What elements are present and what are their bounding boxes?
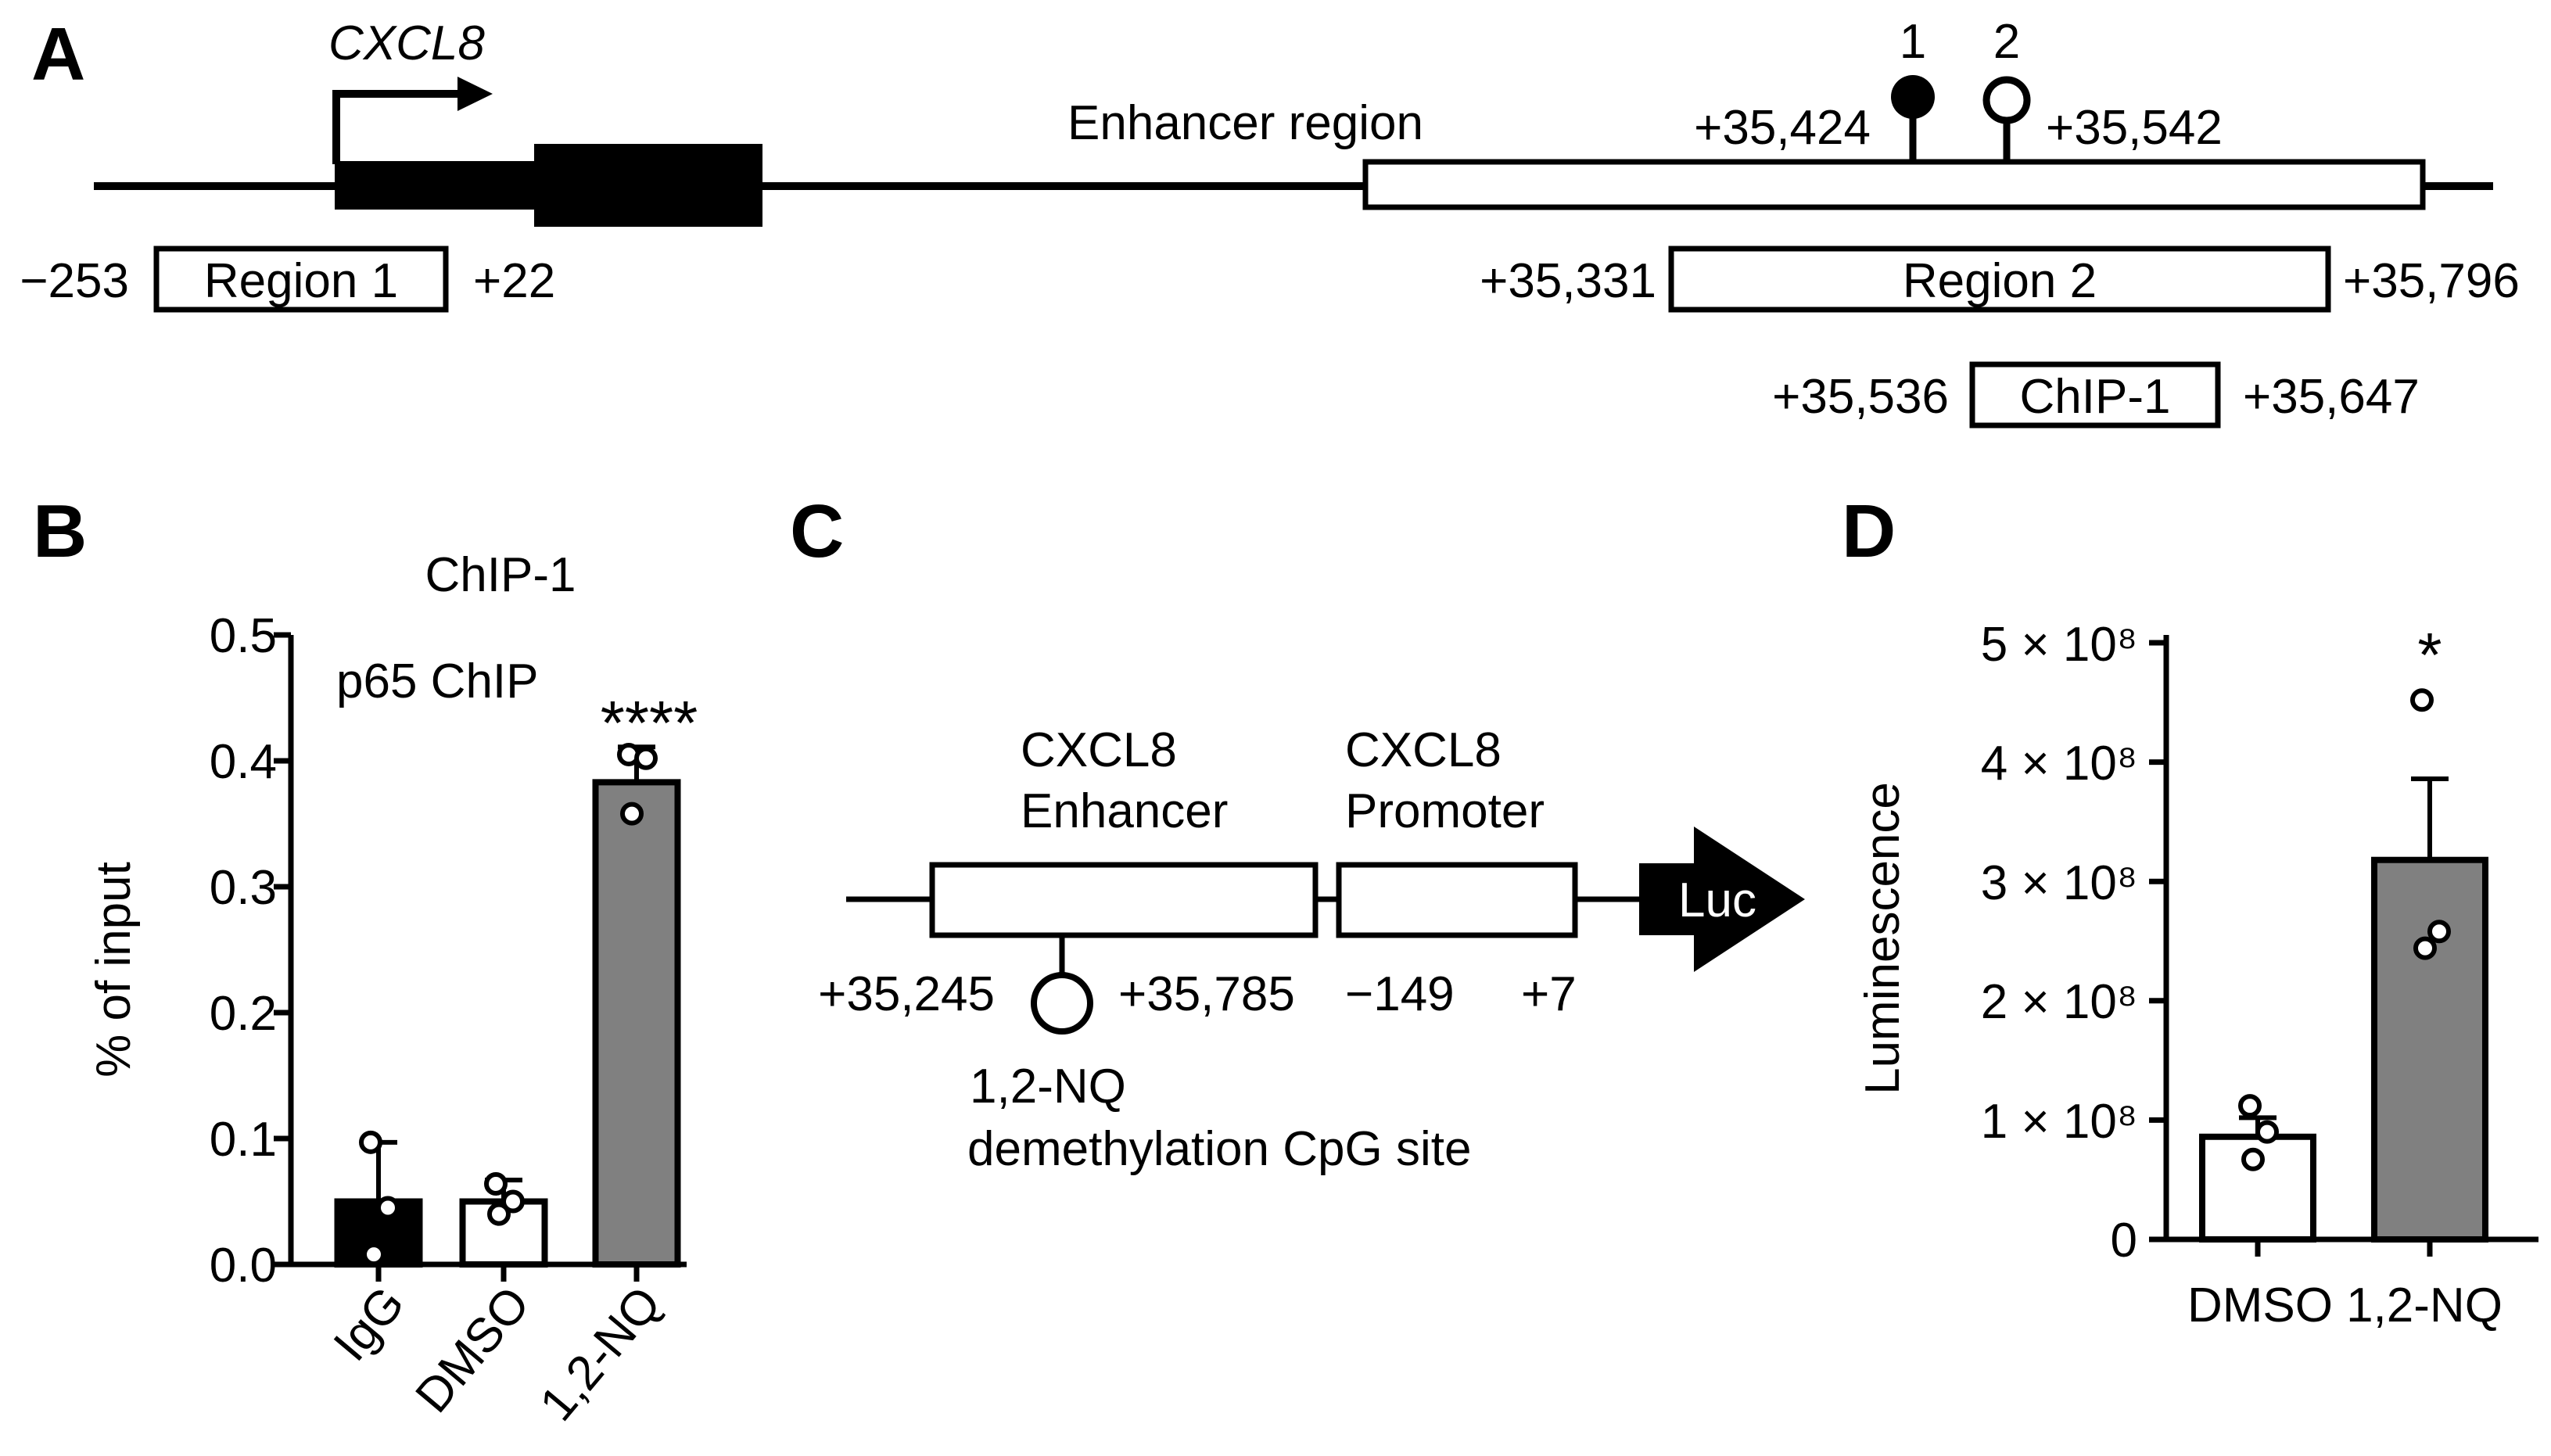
chart-d-ytick-label: 0 xyxy=(2111,1214,2137,1268)
panel-d-letter: D xyxy=(1842,490,1896,573)
enhancer-construct-box xyxy=(929,862,1319,938)
chart-b-ytick-label: 0.1 xyxy=(210,1113,277,1167)
region-2-start: +35,331 xyxy=(1480,254,1656,308)
chart-d-data-point xyxy=(2410,688,2434,712)
region-1-end: +22 xyxy=(473,254,555,308)
region-1-box xyxy=(153,246,449,313)
promoter-end-position: +7 xyxy=(1521,967,1577,1021)
cpg-2-number: 2 xyxy=(1993,15,2020,69)
cpg-2-unmethylated-marker xyxy=(1982,76,2031,124)
chart-d-xtick-label: 1,2-NQ xyxy=(2346,1278,2503,1332)
chart-b-bar-1-2-nq xyxy=(592,779,681,1268)
promoter-construct-box xyxy=(1336,862,1578,938)
chart-b-data-point xyxy=(487,1202,511,1226)
enhancer-label-line2: Enhancer xyxy=(1021,784,1228,838)
region-1-start: −253 xyxy=(20,254,129,308)
chart-d-data-point xyxy=(2255,1120,2279,1144)
cpg-1-number: 1 xyxy=(1900,15,1926,69)
chart-d: 0 1 × 10⁸ 2 × 10⁸ 3 × 10⁸ 4 × 10⁸ 5 × 10… xyxy=(1981,618,2538,1332)
chart-d-data-point xyxy=(2238,1094,2262,1118)
enhancer-region-label: Enhancer region xyxy=(1067,96,1423,150)
cpg-annotation-line1: 1,2-NQ xyxy=(970,1060,1126,1114)
luciferase-arrow xyxy=(1639,827,1805,972)
tss-arrow xyxy=(332,90,461,164)
chart-b-ytick-label: 0.5 xyxy=(210,609,277,663)
promoter-label-line2: Promoter xyxy=(1345,784,1545,838)
chart-b-data-point xyxy=(484,1171,508,1196)
chart-b-xtick-label: 1,2-NQ xyxy=(529,1277,671,1431)
chart-b-ytick-label: 0.4 xyxy=(210,735,277,789)
chart-b-data-point xyxy=(634,746,658,770)
tss-arrowhead xyxy=(457,77,493,111)
panel-b-ylabel: % of input xyxy=(87,862,141,1078)
luciferase-label: Luc xyxy=(1678,873,1756,927)
promoter-start-position: −149 xyxy=(1345,967,1455,1021)
chart-b-data-point xyxy=(362,1243,386,1267)
region-2-end: +35,796 xyxy=(2343,254,2520,308)
panel-a-letter: A xyxy=(31,13,85,96)
chart-b-data-point xyxy=(620,802,644,826)
chart-b-xtick-label: DMSO xyxy=(405,1277,540,1423)
chart-b: 0.0 0.1 0.2 0.3 0.4 0.5 IgG DMSO 1,2-NQ … xyxy=(210,609,698,1431)
enhancer-end-position: +35,785 xyxy=(1118,967,1295,1021)
chart-d-data-point xyxy=(2413,936,2437,960)
cpg-annotation-line2: demethylation CpG site xyxy=(967,1122,1471,1176)
chip-1-start: +35,536 xyxy=(1772,370,1949,424)
chart-d-ytick-label: 2 × 10⁸ xyxy=(1981,975,2137,1029)
chart-d-data-point xyxy=(2241,1147,2265,1171)
cpg-site-marker xyxy=(1031,972,1093,1035)
panel-b-title: ChIP-1 xyxy=(425,548,576,602)
chart-d-ytick-label: 5 × 10⁸ xyxy=(1981,618,2137,672)
chart-d-ytick-label: 1 × 10⁸ xyxy=(1981,1095,2137,1149)
region-2-label: Region 2 xyxy=(1903,254,2097,308)
chart-b-data-point xyxy=(376,1196,400,1220)
chart-d-bar-1-2-nq xyxy=(2371,856,2488,1243)
chart-b-xtick-label: IgG xyxy=(324,1277,415,1372)
chart-d-ytick-label: 3 × 10⁸ xyxy=(1981,856,2137,910)
chart-d-ytick-label: 4 × 10⁸ xyxy=(1981,737,2137,791)
chart-b-data-point xyxy=(501,1189,525,1214)
chip-1-box xyxy=(1969,361,2221,429)
panel-b-letter: B xyxy=(33,490,87,573)
exon-1 xyxy=(335,161,538,210)
exon-2 xyxy=(534,144,762,227)
chart-b-ytick-label: 0.0 xyxy=(210,1239,277,1293)
cpg-1-position: +35,424 xyxy=(1694,101,1871,155)
cpg-2-position: +35,542 xyxy=(2046,101,2223,155)
chart-d-xtick-label: DMSO xyxy=(2187,1278,2333,1332)
cpg-1-methylated-marker xyxy=(1891,75,1935,119)
chart-d-data-point xyxy=(2427,920,2451,944)
enhancer-start-position: +35,245 xyxy=(818,967,995,1021)
panel-c-letter: C xyxy=(790,490,844,573)
chip-1-end: +35,647 xyxy=(2243,370,2420,424)
chart-b-ytick-label: 0.2 xyxy=(210,987,277,1041)
chart-b-data-point xyxy=(359,1130,382,1154)
chip-1-label: ChIP-1 xyxy=(2020,370,2171,424)
gene-name: CXCL8 xyxy=(328,16,485,70)
region-1-label: Region 1 xyxy=(204,254,398,308)
panel-d-ylabel: Luminescence xyxy=(1856,782,1910,1095)
enhancer-label-line1: CXCL8 xyxy=(1021,723,1177,777)
promoter-label-line1: CXCL8 xyxy=(1345,723,1502,777)
chart-d-significance: * xyxy=(2417,620,2442,690)
region-2-box xyxy=(1668,246,2331,313)
chart-b-ytick-label: 0.3 xyxy=(210,861,277,915)
enhancer-region-box xyxy=(1362,159,2426,210)
panel-b-subtitle: p65 ChIP xyxy=(336,654,539,708)
